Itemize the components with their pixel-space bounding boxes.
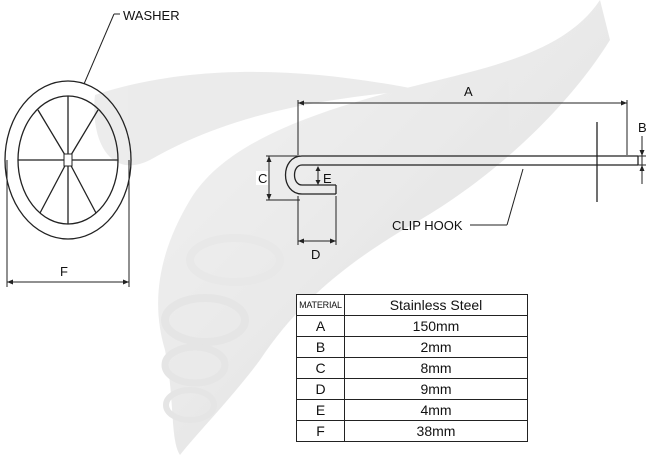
- table-cell-value: 2mm: [344, 336, 528, 358]
- table-row: D 9mm: [296, 378, 528, 400]
- dimension-a: A: [297, 84, 628, 155]
- table-cell-value: 38mm: [344, 420, 528, 442]
- washer-leader: [83, 13, 115, 85]
- table-cell-key: E: [296, 399, 345, 421]
- table-cell-key: A: [296, 315, 345, 337]
- table-cell-value: 4mm: [344, 399, 528, 421]
- table-row: E 4mm: [296, 399, 528, 421]
- table-row: C 8mm: [296, 357, 528, 379]
- spec-table: MATERIAL Stainless Steel A 150mm B 2mm C…: [296, 294, 528, 442]
- table-cell-value: 9mm: [344, 378, 528, 400]
- clip-hook-label: CLIP HOOK: [392, 218, 463, 233]
- dimension-e: E: [315, 166, 332, 186]
- table-row: A 150mm: [296, 315, 528, 337]
- washer-drawing: [4, 80, 132, 240]
- table-cell-value: 8mm: [344, 357, 528, 379]
- dimension-d: D: [297, 196, 337, 262]
- table-header-value: Stainless Steel: [344, 294, 528, 316]
- table-header-key: MATERIAL: [296, 294, 345, 316]
- dimension-f: F: [6, 160, 130, 287]
- clip-hook-drawing: [284, 122, 639, 202]
- table-row: F 38mm: [296, 420, 528, 442]
- table-header-row: MATERIAL Stainless Steel: [296, 294, 528, 316]
- table-cell-key: C: [296, 357, 345, 379]
- wing-watermark-icon: [94, 0, 611, 455]
- table-row: B 2mm: [296, 336, 528, 358]
- table-cell-key: B: [296, 336, 345, 358]
- dim-b-label: B: [638, 120, 647, 135]
- table-cell-key: F: [296, 420, 345, 442]
- dim-f-label: F: [60, 264, 68, 279]
- dimension-c: C: [256, 155, 300, 201]
- clip-hook-leader: CLIP HOOK: [392, 168, 524, 233]
- dim-c-label: C: [258, 171, 267, 186]
- dim-e-label: E: [323, 171, 332, 186]
- table-cell-value: 150mm: [344, 315, 528, 337]
- dimension-b: B: [638, 120, 647, 184]
- dim-a-label: A: [464, 84, 473, 99]
- table-cell-key: D: [296, 378, 345, 400]
- washer-label: WASHER: [123, 8, 180, 23]
- dim-d-label: D: [311, 247, 320, 262]
